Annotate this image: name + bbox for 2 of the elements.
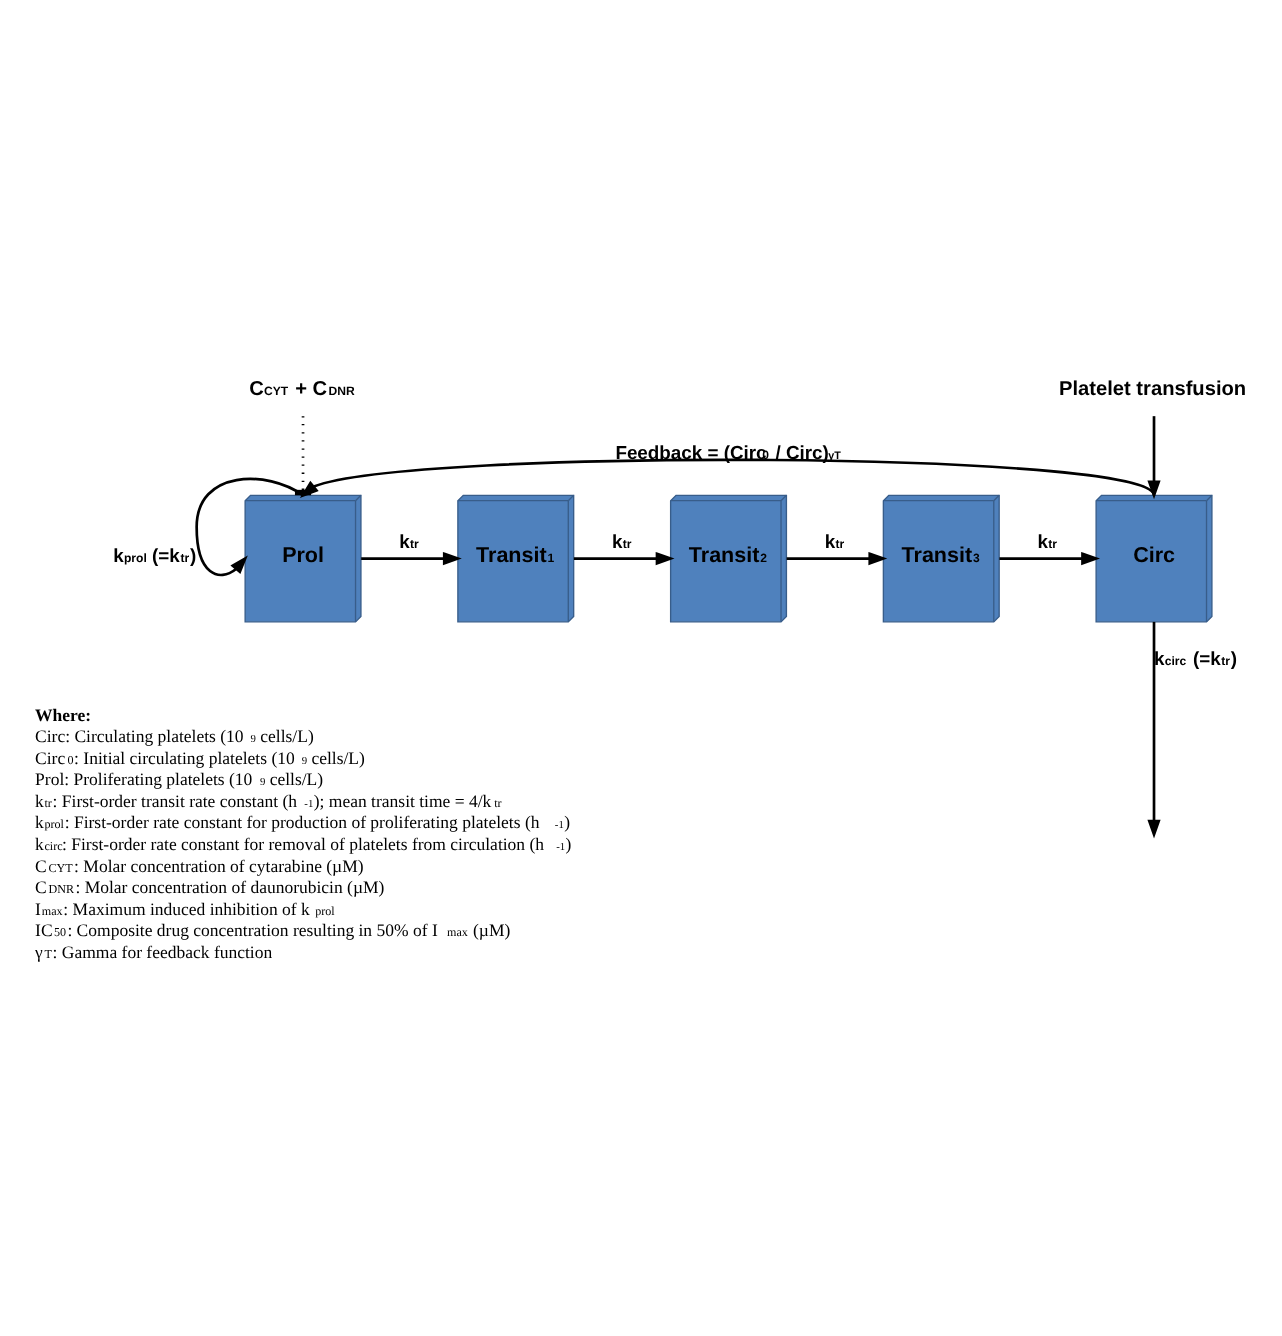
label: Where:	[35, 703, 92, 724]
node-text: Platelet transfusion	[1059, 377, 1247, 400]
